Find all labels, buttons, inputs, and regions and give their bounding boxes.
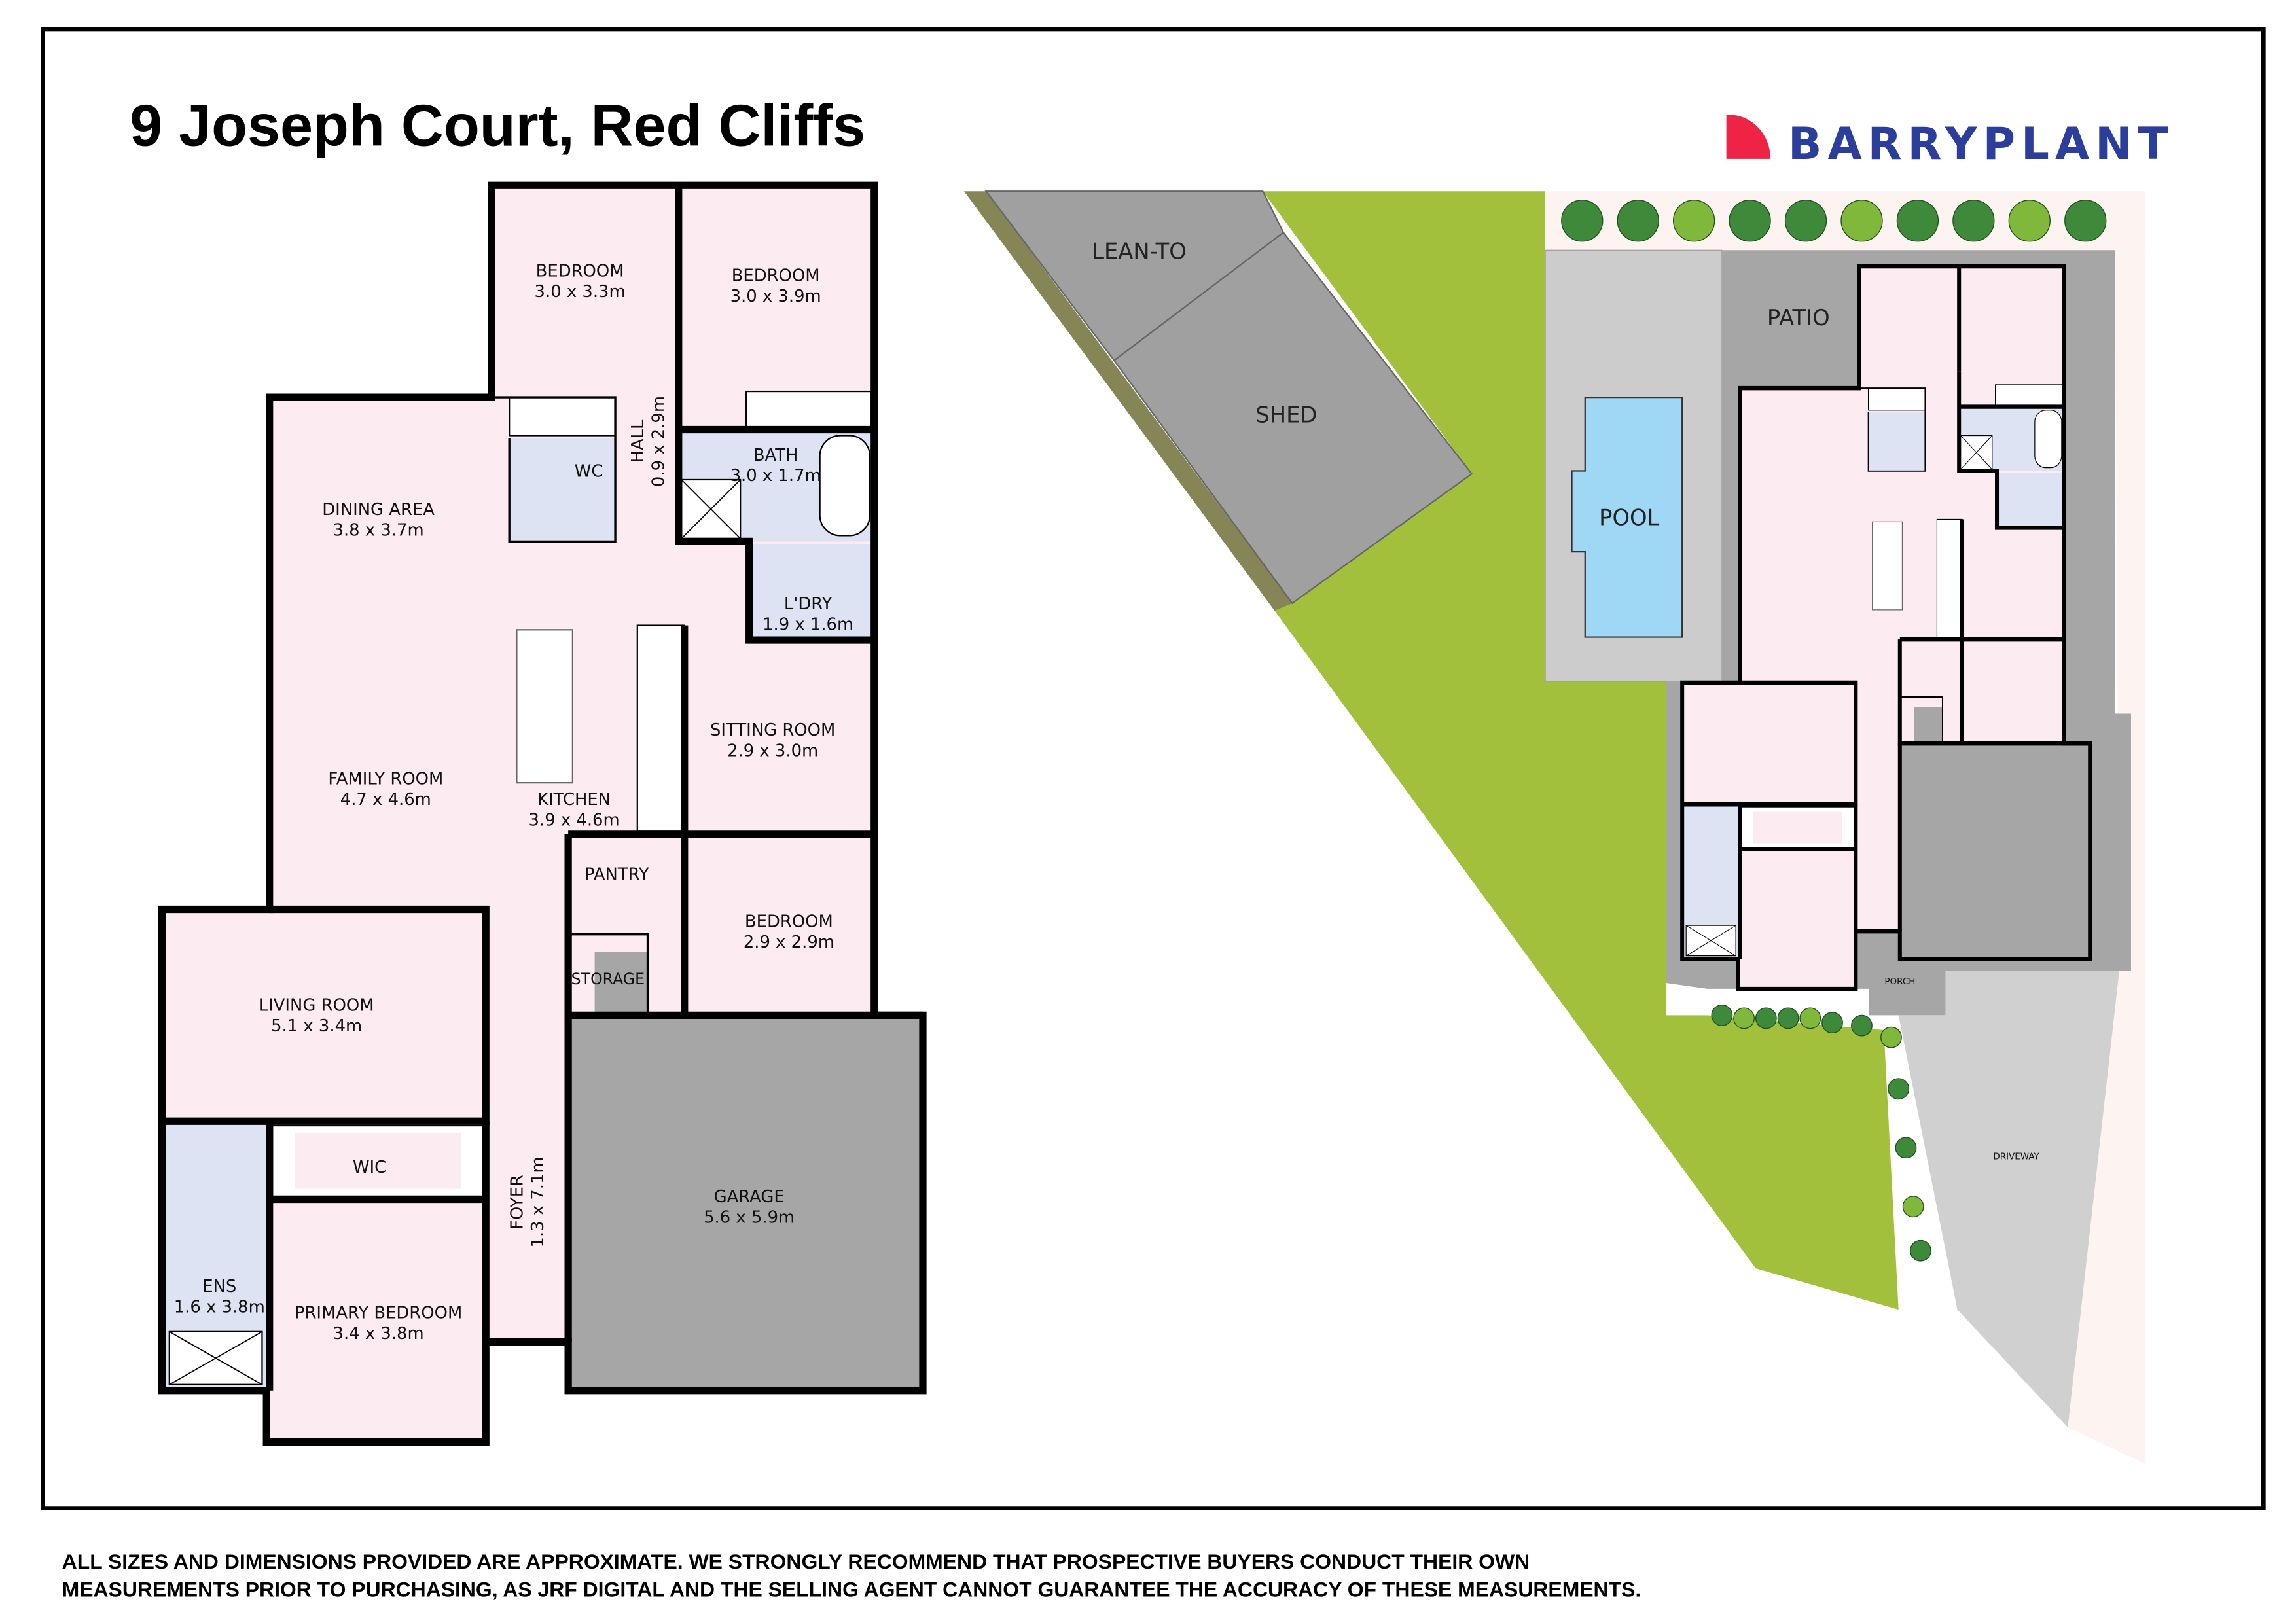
shrub-icon [1729, 200, 1771, 242]
driveway-label: DRIVEWAY [1993, 1152, 2039, 1162]
svg-text:STORAGE: STORAGE [571, 970, 645, 988]
svg-text:2.9 x 2.9m: 2.9 x 2.9m [744, 933, 834, 952]
shrub-icon [1711, 1004, 1733, 1026]
shed-label: SHED [1255, 402, 1317, 427]
svg-text:WIC: WIC [353, 1158, 386, 1177]
svg-text:L'DRY: L'DRY [784, 594, 833, 614]
patio-label: PATIO [1767, 305, 1830, 330]
room-pantry: PANTRY [584, 865, 649, 885]
svg-text:1.6 x 3.8m: 1.6 x 3.8m [174, 1298, 265, 1317]
shrub-icon [1561, 200, 1604, 242]
disclaimer-line-2: MEASUREMENTS PRIOR TO PURCHASING, AS JRF… [62, 1578, 1641, 1601]
svg-text:2.9 x 3.0m: 2.9 x 3.0m [727, 741, 818, 761]
barry-plant-logo: BARRYPLANT [1726, 115, 2174, 169]
shrub-icon [1821, 1012, 1843, 1034]
room-wc: WC [575, 461, 603, 481]
driveway [1898, 971, 2119, 1427]
shrub-icon [2008, 200, 2051, 242]
shrub-icon [1755, 1007, 1777, 1029]
room-storage: STORAGE [571, 970, 645, 988]
shrub-icon [1799, 1007, 1821, 1029]
svg-text:ENS: ENS [202, 1277, 236, 1296]
lawn [1263, 191, 1899, 1310]
shrub-icon [1896, 200, 1939, 242]
svg-text:DINING AREA: DINING AREA [322, 500, 435, 520]
logo-mark-icon [1726, 115, 1771, 159]
shrub-icon [1784, 200, 1827, 242]
svg-text:FAMILY ROOM: FAMILY ROOM [328, 769, 443, 789]
page-title: 9 Joseph Court, Red Cliffs [130, 94, 865, 159]
shrub-icon [1910, 1240, 1931, 1262]
fence-strip [963, 191, 1293, 611]
svg-text:3.0 x 3.9m: 3.0 x 3.9m [730, 287, 821, 306]
lean-to-label: LEAN-TO [1092, 239, 1187, 264]
svg-text:FOYER: FOYER [507, 1175, 527, 1230]
svg-text:1.3 x 7.1m: 1.3 x 7.1m [528, 1156, 548, 1247]
shrub-icon [1888, 1078, 1910, 1100]
svg-text:KITCHEN: KITCHEN [537, 790, 611, 810]
svg-text:3.0 x 1.7m: 3.0 x 1.7m [730, 466, 821, 486]
svg-text:5.1 x 3.4m: 5.1 x 3.4m [271, 1016, 362, 1036]
svg-text:1.9 x 1.6m: 1.9 x 1.6m [762, 615, 853, 634]
svg-text:HALL: HALL [628, 419, 648, 463]
pool [1571, 396, 1683, 638]
svg-text:3.0 x 3.3m: 3.0 x 3.3m [535, 282, 626, 302]
pool-label: POOL [1599, 505, 1659, 531]
svg-text:4.7 x 4.6m: 4.7 x 4.6m [340, 790, 431, 810]
svg-text:PRIMARY BEDROOM: PRIMARY BEDROOM [295, 1304, 462, 1323]
shrub-icon [1733, 1007, 1755, 1029]
shrub-icon [1851, 1014, 1873, 1037]
shrub-icon [1880, 1026, 1902, 1048]
room-wic: WIC [353, 1158, 386, 1177]
svg-text:3.9 x 4.6m: 3.9 x 4.6m [529, 810, 620, 830]
disclaimer-line-1: ALL SIZES AND DIMENSIONS PROVIDED ARE AP… [62, 1550, 1530, 1573]
shrub-icon [1673, 200, 1715, 242]
shrub-icon [1952, 200, 1995, 242]
shrub-icon [1902, 1196, 1924, 1218]
shed-area [1113, 231, 1473, 605]
svg-text:3.4 x 3.8m: 3.4 x 3.8m [333, 1324, 424, 1344]
disclaimer: ALL SIZES AND DIMENSIONS PROVIDED ARE AP… [62, 1550, 1641, 1601]
site-plan: LEAN-TO SHED POOL PATIO DRIVEWAY PORCH [963, 190, 2146, 1465]
room-bedroom-2: BEDROOM 3.0 x 3.9m [730, 266, 821, 306]
svg-text:BATH: BATH [753, 446, 798, 465]
svg-text:GARAGE: GARAGE [714, 1187, 785, 1207]
svg-text:SITTING ROOM: SITTING ROOM [710, 721, 835, 740]
shrub-icon [1895, 1137, 1917, 1159]
porch-label: PORCH [1884, 976, 1915, 987]
svg-text:BEDROOM: BEDROOM [745, 912, 833, 932]
garden-trees [1561, 200, 2107, 1262]
shrub-icon [1777, 1007, 1799, 1029]
svg-text:BEDROOM: BEDROOM [732, 266, 820, 285]
svg-text:PANTRY: PANTRY [584, 865, 649, 885]
svg-text:0.9 x 2.9m: 0.9 x 2.9m [649, 396, 668, 487]
svg-text:3.8 x 3.7m: 3.8 x 3.7m [333, 520, 424, 540]
svg-text:BEDROOM: BEDROOM [536, 262, 624, 281]
svg-text:LIVING ROOM: LIVING ROOM [259, 996, 374, 1016]
logo-text: BARRYPLANT [1788, 118, 2174, 169]
svg-text:WC: WC [575, 461, 603, 481]
svg-text:5.6 x 5.9m: 5.6 x 5.9m [704, 1207, 795, 1227]
side-path [2068, 250, 2146, 1465]
shrub-icon [1617, 200, 1659, 242]
shrub-icon [2064, 200, 2107, 242]
shrub-icon [1840, 200, 1883, 242]
room-ensuite: ENS 1.6 x 3.8m [174, 1277, 265, 1317]
